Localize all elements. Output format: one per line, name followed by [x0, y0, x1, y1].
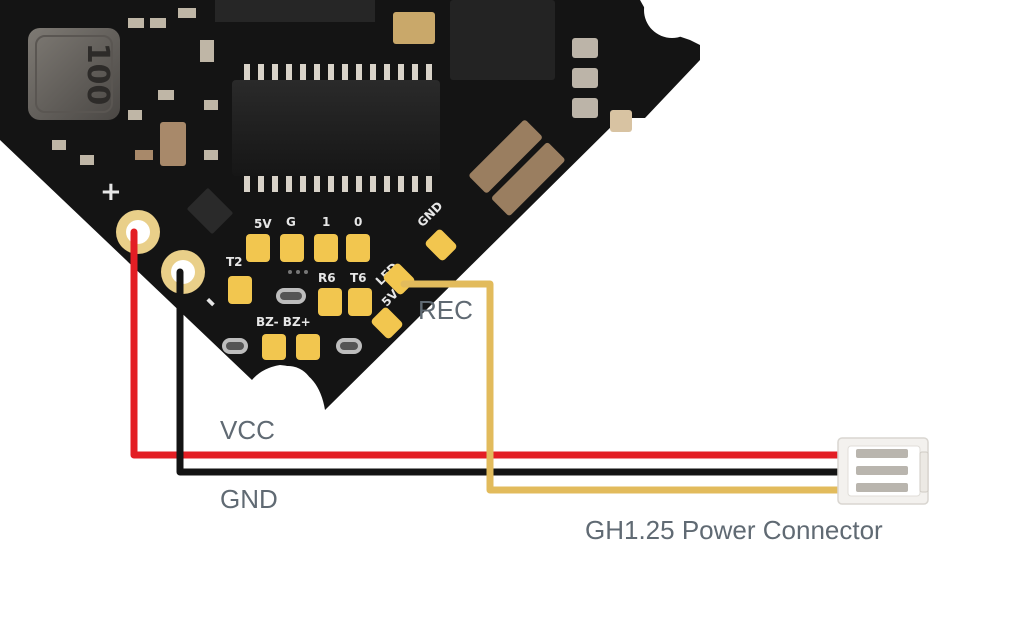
vcc-wire	[130, 228, 849, 459]
corner-cutout	[644, 0, 700, 38]
pad-r6	[318, 288, 342, 316]
smd-components	[52, 8, 218, 165]
gnd-wire	[176, 268, 849, 476]
gh125-connector-icon	[837, 437, 929, 505]
top-ic	[215, 0, 375, 22]
motor-pads	[572, 38, 632, 132]
solder-pad-group	[228, 229, 457, 360]
wires	[130, 228, 849, 494]
right-ic	[450, 0, 555, 80]
oval-pads	[222, 288, 362, 354]
rec-wire	[400, 280, 849, 494]
flight-controller-board: 100	[0, 0, 700, 418]
board-outline	[0, 0, 700, 410]
mounting-hole	[262, 366, 314, 418]
silk-g: G	[286, 215, 296, 229]
pad-5v-side	[371, 307, 403, 339]
right-capacitors	[469, 120, 565, 216]
vcc-label: VCC	[220, 415, 275, 445]
vcc-solder-hole	[116, 210, 160, 254]
crystal	[393, 12, 435, 44]
pad-1	[314, 234, 338, 262]
silk-5v-top: 5V	[254, 217, 272, 231]
silk-bz: BZ- BZ+	[256, 315, 311, 329]
rec-label: REC	[418, 295, 473, 325]
pad-t6	[348, 288, 372, 316]
pad-5v	[246, 234, 270, 262]
silk-0: 0	[354, 215, 362, 229]
silk-1: 1	[322, 215, 330, 229]
main-ic	[232, 64, 440, 192]
pad-t2	[228, 276, 252, 304]
silk-r6: R6	[318, 271, 336, 285]
pad-0	[346, 234, 370, 262]
connector-label: GH1.25 Power Connector	[585, 515, 883, 545]
silk-t2: T2	[226, 255, 243, 269]
capacitor	[160, 122, 186, 166]
pad-bz-plus	[296, 334, 320, 360]
pad-gnd	[425, 229, 457, 261]
inductor	[28, 28, 120, 120]
pad-g	[280, 234, 304, 262]
inductor-marking: 100	[80, 43, 115, 106]
plus-marking: +	[100, 177, 122, 207]
silk-t6: T6	[350, 271, 367, 285]
pad-bz-minus	[262, 334, 286, 360]
gnd-label: GND	[220, 484, 278, 514]
